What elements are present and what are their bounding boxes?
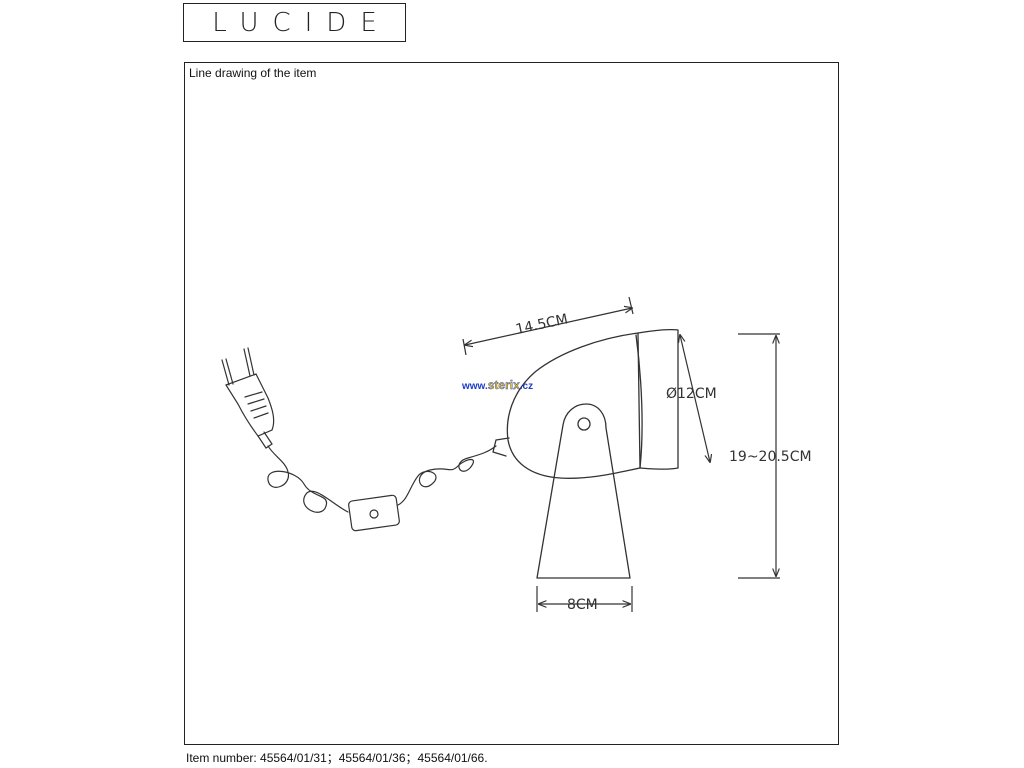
watermark: www.sterix.cz <box>461 378 533 392</box>
diameter-label: Ø12CM <box>666 386 717 402</box>
item-number: Item number: 45564/01/31；45564/01/36；455… <box>186 751 488 765</box>
length-label: 14.5CM <box>514 311 569 338</box>
plug-body <box>225 373 275 437</box>
frame-label: Line drawing of the item <box>189 66 317 80</box>
base-label: 8CM <box>567 597 598 613</box>
length-dimension-line <box>465 308 632 345</box>
lamp-head <box>506 332 641 479</box>
watermark-brand: sterix <box>488 378 520 392</box>
brand-logo: LUCIDE <box>183 3 406 42</box>
drawing-frame <box>184 62 839 745</box>
cable-switch <box>348 494 400 532</box>
cable-drawing <box>221 347 497 532</box>
watermark-prefix: www. <box>461 381 488 392</box>
lamp-drawing <box>492 328 679 579</box>
diameter-dimension-line <box>680 335 710 462</box>
watermark-suffix: .cz <box>520 381 533 392</box>
lamp-stand <box>536 403 631 579</box>
dimension-lines <box>462 296 780 612</box>
height-label: 19~20.5CM <box>729 449 812 465</box>
stand-pivot <box>577 417 591 431</box>
svg-text:www.sterix.cz: www.sterix.cz <box>461 378 533 392</box>
brand-logo-text: LUCIDE <box>212 7 391 38</box>
